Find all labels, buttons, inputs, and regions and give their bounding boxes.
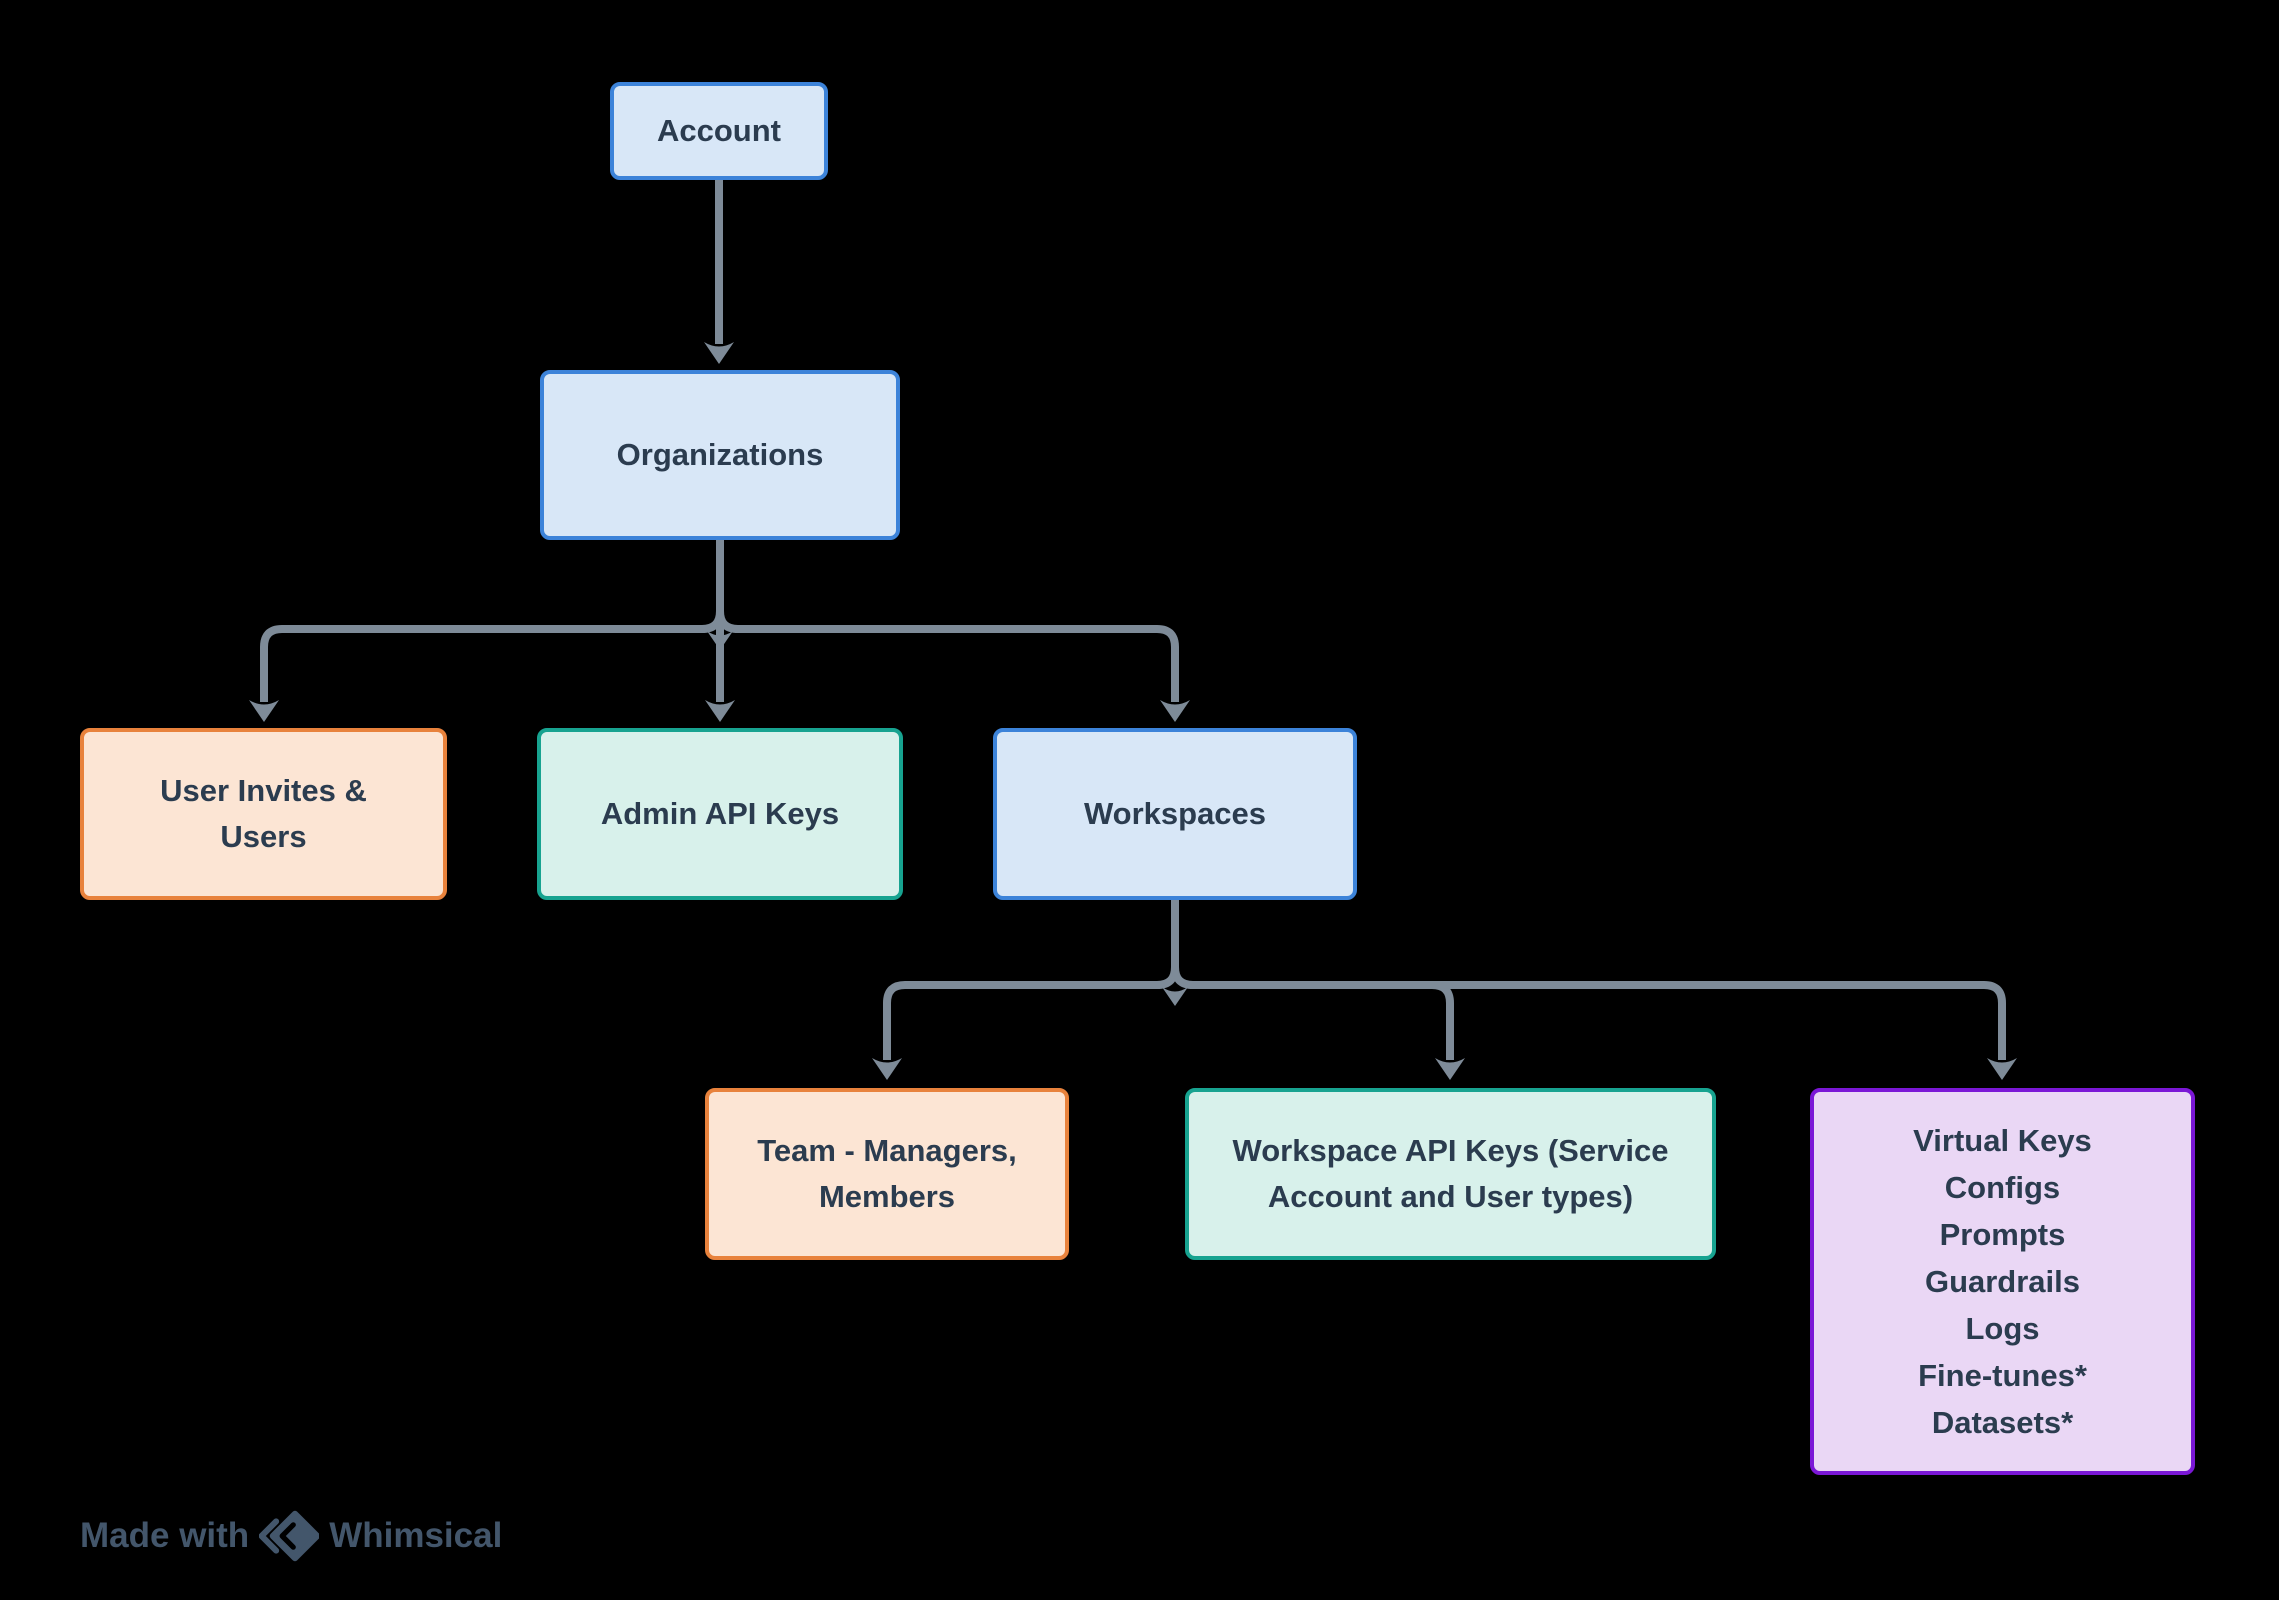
node-workspace-api-keys: Workspace API Keys (Service Account and … [1185,1088,1716,1260]
connector-organizations-children [249,540,1190,722]
watermark-brand-label: Whimsical [329,1516,503,1555]
node-admin-api-keys: Admin API Keys [537,728,903,900]
node-team-managers-members: Team - Managers, Members [705,1088,1069,1260]
arrowhead-down-icon [1435,1058,1465,1080]
connector-workspaces-children [872,900,2017,1080]
whimsical-logo-icon [259,1510,320,1562]
arrowhead-down-icon [704,342,734,364]
arrowhead-down-icon [1160,700,1190,722]
node-organizations: Organizations [540,370,900,540]
node-workspace-features: Virtual Keys Configs Prompts Guardrails … [1810,1088,2195,1475]
arrowhead-down-icon [1987,1058,2017,1080]
connector-account-organizations [704,180,734,364]
junction-chevron-icon [707,631,733,650]
junction-chevron-icon [1162,987,1188,1006]
node-user-invites-users: User Invites & Users [80,728,447,900]
arrowhead-down-icon [249,700,279,722]
watermark-made-with-label: Made with [80,1516,250,1555]
arrowhead-down-icon [872,1058,902,1080]
node-workspaces: Workspaces [993,728,1357,900]
arrowhead-down-icon [705,700,735,722]
whimsical-watermark[interactable]: Made with Whimsical [80,1506,502,1566]
node-account: Account [610,82,828,180]
